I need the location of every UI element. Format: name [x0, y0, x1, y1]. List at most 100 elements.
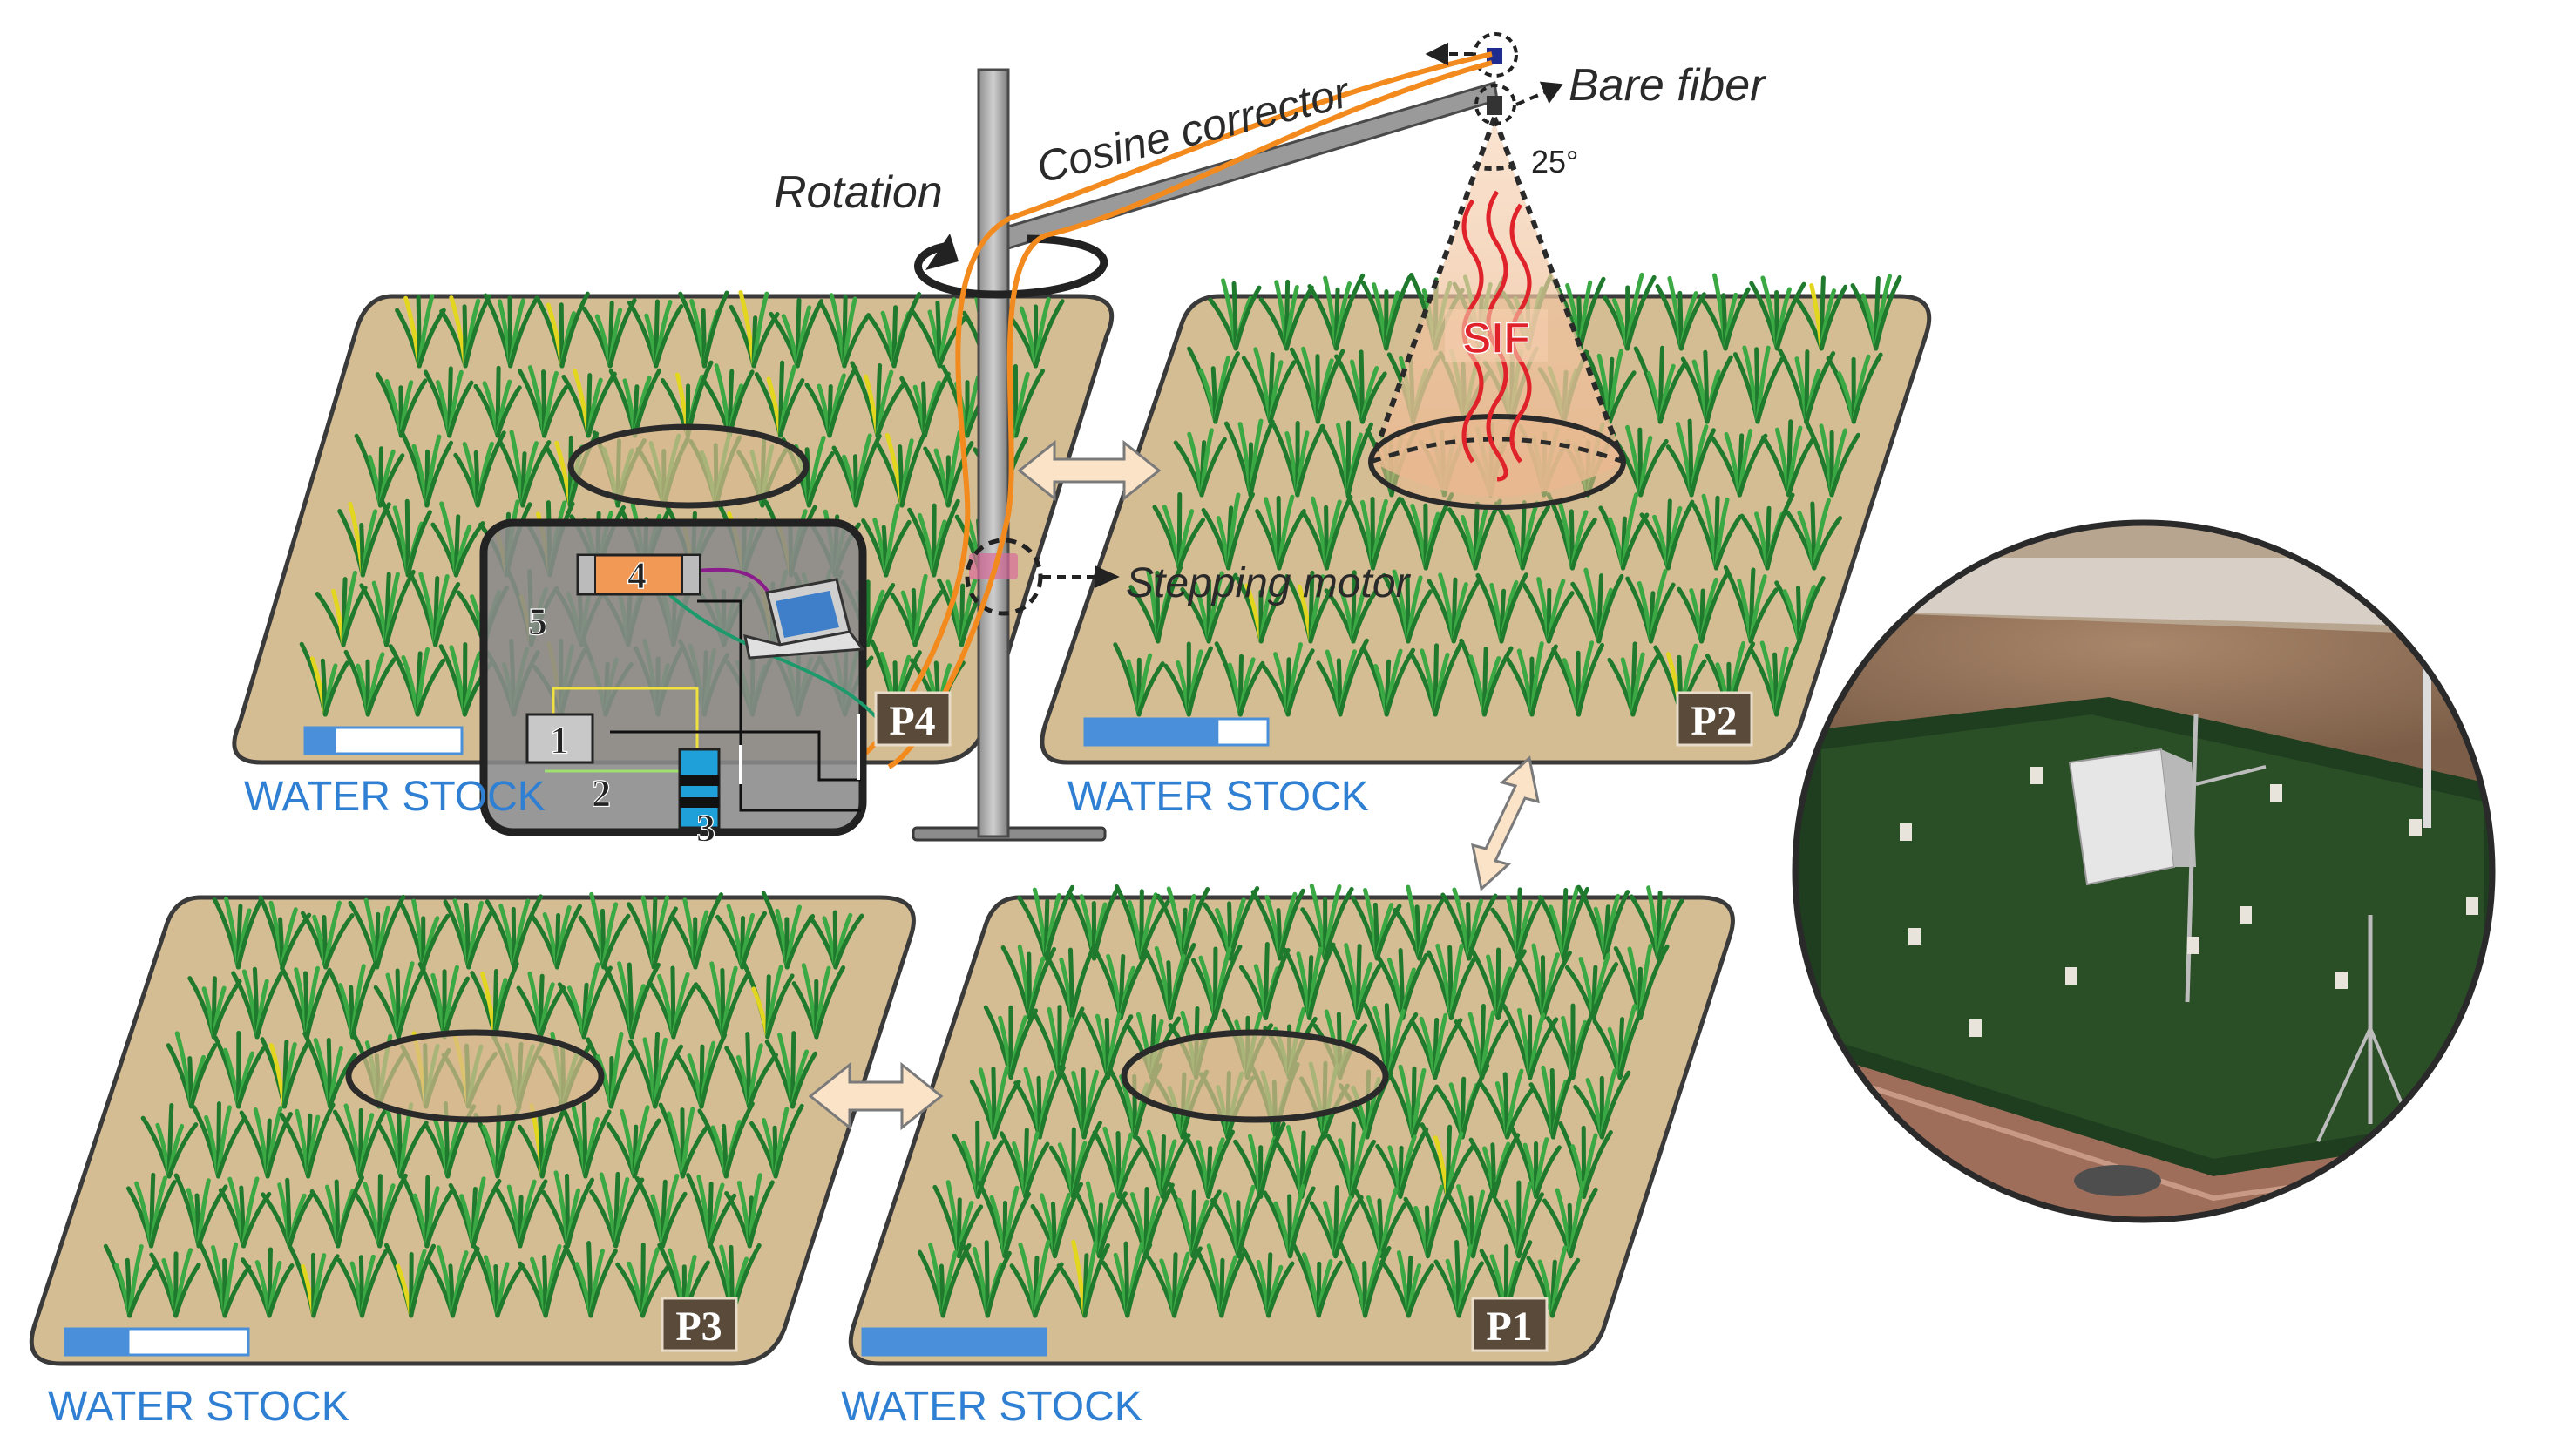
arrow-p3-p1 [808, 1061, 944, 1131]
rotation-arrow [914, 234, 1108, 299]
crop-plant [1446, 1182, 1499, 1259]
component-1-label: 1 [550, 719, 569, 762]
crop-plant [561, 368, 617, 438]
water-bar-p2 [1083, 717, 1270, 747]
crop-plant [299, 641, 349, 717]
crop-plant [1307, 273, 1366, 351]
crop-plant [1187, 346, 1240, 424]
crop-plant [430, 501, 485, 578]
crop-plant [231, 966, 285, 1040]
crop-plant [1013, 1065, 1066, 1140]
crop-plant [1509, 1126, 1562, 1199]
arrow-p2-p1 [1471, 755, 1540, 891]
crop-plant [261, 1177, 315, 1249]
crop-plant [260, 1037, 311, 1109]
footprint-ellipse-p1 [1121, 1029, 1389, 1123]
crop-plant [1338, 1241, 1392, 1318]
crop-plant [1156, 886, 1210, 961]
crop-plant [1135, 1129, 1191, 1199]
crop-plant [1048, 1121, 1102, 1199]
crop-plant [1092, 1126, 1143, 1199]
crop-plant [399, 429, 454, 508]
crop-plant [959, 1240, 1012, 1318]
crop-plant [380, 498, 432, 578]
crop-plant [103, 1243, 158, 1318]
crop-plant [977, 1180, 1032, 1259]
crop-plant [149, 1248, 201, 1318]
crop-plant [1316, 638, 1369, 717]
crop-plant [1434, 1063, 1490, 1140]
crop-plant [140, 1102, 199, 1179]
crop-plant [724, 1173, 775, 1249]
crop-plant [213, 1030, 266, 1109]
crop-plant [678, 290, 729, 369]
crop-plant [627, 299, 684, 369]
crop-plant [1633, 345, 1686, 424]
crop-plant [1558, 1121, 1613, 1199]
crop-plant [336, 1249, 389, 1318]
crop-plant [1208, 278, 1262, 351]
crop-plant [453, 430, 506, 508]
crop-plant [1607, 641, 1662, 717]
crop-plant [1143, 943, 1196, 1020]
crop-plant [1030, 1182, 1083, 1259]
crop-plant [658, 1102, 710, 1179]
crop-plant [1195, 1243, 1247, 1318]
crop-plant [1603, 272, 1657, 351]
crop-plant [1167, 1182, 1222, 1259]
crop-plant [343, 649, 396, 717]
crop-plant [1785, 498, 1843, 571]
crop-plant [1300, 494, 1353, 571]
crop-plant [764, 1031, 817, 1109]
water-stock-bars [64, 717, 1270, 1357]
plot-tag-p1: P1 [1486, 1304, 1532, 1350]
crop-plant [1826, 352, 1883, 424]
crop-plant [1381, 569, 1433, 644]
crop-plant [627, 895, 678, 970]
component-4-label: 4 [627, 554, 647, 597]
crop-plant [1255, 494, 1306, 571]
crop-plant [315, 570, 368, 647]
crop-plant [1629, 885, 1684, 961]
crop-plant [241, 1247, 295, 1318]
crop-plant [1173, 428, 1227, 498]
crop-plant [1760, 419, 1816, 498]
water-stock-label-p2: WATER STOCK [1068, 774, 1369, 820]
crop-plant [1006, 296, 1065, 369]
crop-plant [1793, 275, 1848, 351]
crop-plant [187, 976, 242, 1040]
crop-plant [1353, 1187, 1407, 1259]
crop-plant [1262, 1183, 1316, 1259]
crop-plant [1410, 639, 1465, 717]
crop-plant [1300, 884, 1354, 961]
crop-plant [1665, 418, 1716, 498]
crop-plant [861, 503, 912, 578]
crop-plant [1399, 492, 1454, 571]
footprint-ellipse-p3 [345, 1029, 605, 1123]
crop-plant [1803, 419, 1860, 498]
crop-plant [1094, 950, 1149, 1020]
crop-plant [125, 1172, 177, 1249]
crop-plant [1375, 1127, 1429, 1199]
crop-plant [1434, 1239, 1484, 1318]
crop-plant [399, 1173, 454, 1249]
crop-plant [472, 1245, 525, 1318]
crop-plant [1250, 888, 1305, 961]
crop-plant [1850, 274, 1902, 351]
crop-plant [686, 1173, 737, 1249]
component-5-label: 5 [528, 600, 547, 643]
crop-plant [1379, 1250, 1435, 1318]
instrument-box: 4 5 1 2 3 [479, 518, 886, 850]
crop-plant [578, 891, 631, 970]
crop-plant [866, 292, 922, 369]
crop-plant [1639, 498, 1695, 571]
crop-plant [518, 365, 569, 438]
crop-plant [581, 298, 637, 369]
crop-plant [395, 294, 446, 369]
crop-plant [1291, 1242, 1343, 1318]
crop-plant [1214, 641, 1265, 717]
plot-tag-p3: P3 [675, 1304, 722, 1350]
crop-plant [212, 896, 263, 970]
crop-plant [493, 1179, 548, 1249]
